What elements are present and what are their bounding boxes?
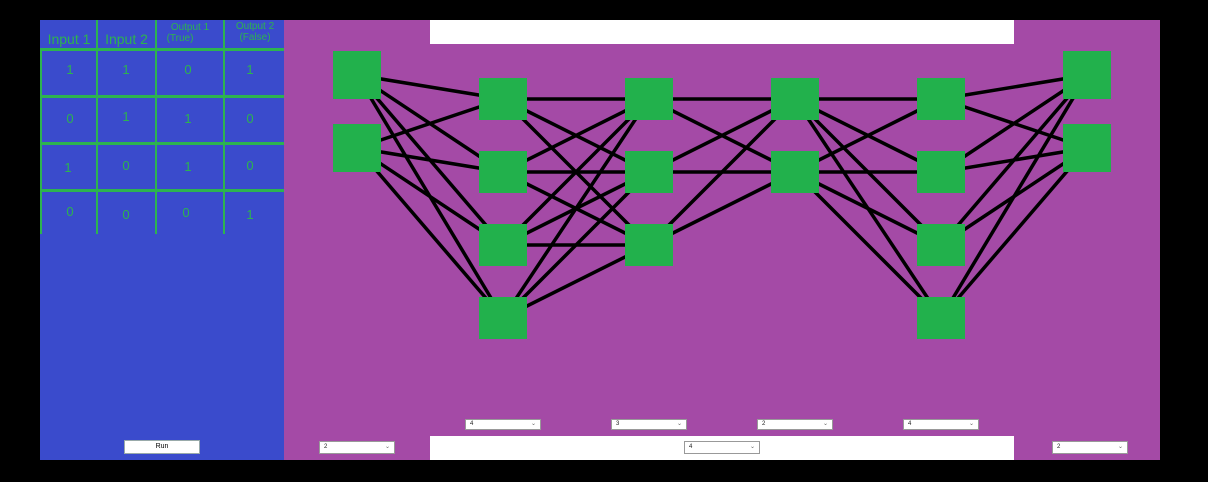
neuron-node	[625, 78, 673, 120]
table-cell: 0	[122, 158, 130, 173]
neuron-node	[917, 297, 965, 339]
connection-edge	[939, 74, 1089, 319]
connection-edge	[356, 146, 504, 174]
connection-edge	[356, 73, 504, 101]
connection-edge	[939, 146, 1089, 320]
connection-edge	[501, 98, 651, 319]
neuron-node	[771, 151, 819, 193]
table-divider	[40, 189, 284, 192]
connection-edge	[501, 97, 651, 247]
connection-edge	[356, 146, 504, 247]
chevron-down-icon: ⌄	[384, 444, 390, 450]
neuron-node	[333, 51, 381, 99]
connection-edge	[940, 73, 1088, 174]
output-layer-size-select[interactable]: 2⌄	[1052, 441, 1128, 454]
truth-table-panel: Input 1 Input 2 Output 1 (True) Output 2…	[40, 20, 284, 460]
connection-edge	[794, 170, 942, 247]
connection-edge	[647, 97, 797, 247]
table-cell: 0	[122, 207, 130, 222]
hidden-layer-1-size-select[interactable]: 4⌄	[465, 419, 541, 430]
neuron-node	[479, 224, 527, 266]
table-cell: 0	[246, 158, 254, 173]
hidden-layer-4-size-select[interactable]: 4⌄	[903, 419, 979, 430]
select-value: 3	[616, 421, 620, 427]
neuron-node	[625, 224, 673, 266]
select-value: 2	[762, 421, 766, 427]
chevron-down-icon: ⌄	[530, 421, 536, 427]
table-divider	[40, 48, 284, 51]
table-cell: 1	[66, 62, 74, 77]
neuron-node	[625, 151, 673, 193]
network-canvas	[284, 20, 1160, 460]
chevron-down-icon: ⌄	[676, 421, 682, 427]
table-cell: 0	[66, 204, 74, 219]
neuron-node	[1063, 51, 1111, 99]
connection-edge	[648, 97, 796, 174]
header-output-2: Output 2 (False)	[235, 21, 275, 43]
header-output-1: Output 1 (True)	[166, 22, 210, 44]
neuron-node	[917, 78, 965, 120]
neuron-node	[479, 78, 527, 120]
neuron-node	[917, 151, 965, 193]
connection-edge	[794, 97, 942, 174]
table-divider	[223, 20, 225, 234]
hidden-layer-3-size-select[interactable]: 2⌄	[757, 419, 833, 430]
table-cell: 0	[182, 205, 190, 220]
neuron-node	[479, 151, 527, 193]
chevron-down-icon: ⌄	[749, 444, 755, 450]
select-value: 4	[689, 444, 693, 450]
connection-edge	[502, 243, 650, 320]
top-bar	[430, 20, 1014, 44]
connection-edge	[648, 170, 796, 247]
chevron-down-icon: ⌄	[968, 421, 974, 427]
connection-edge	[355, 146, 505, 320]
connection-edge	[356, 97, 504, 150]
neuron-node	[479, 297, 527, 339]
table-cell: 1	[122, 62, 130, 77]
neuron-node	[333, 124, 381, 172]
run-button[interactable]: Run	[124, 440, 200, 454]
table-cell: 1	[64, 160, 72, 175]
neuron-node	[917, 224, 965, 266]
table-cell: 1	[246, 207, 254, 222]
table-cell: 1	[184, 111, 192, 126]
table-divider	[40, 95, 284, 98]
select-value: 4	[908, 421, 912, 427]
connection-edge	[940, 73, 1088, 101]
connection-edge	[501, 170, 651, 320]
table-cell: 0	[246, 111, 254, 126]
table-divider	[96, 20, 98, 234]
connection-edge	[793, 170, 943, 320]
table-divider	[40, 48, 42, 234]
neuron-node	[771, 78, 819, 120]
table-cell: 0	[184, 62, 192, 77]
header-input-2: Input 2	[105, 31, 148, 47]
chevron-down-icon: ⌄	[1117, 444, 1123, 450]
select-value: 4	[470, 421, 474, 427]
table-divider	[155, 20, 157, 234]
table-cell: 0	[66, 111, 74, 126]
table-cell: 1	[184, 159, 192, 174]
table-cell: 1	[122, 109, 130, 124]
table-divider	[40, 142, 284, 145]
connection-edge	[502, 97, 650, 174]
hidden-layer-count-select[interactable]: 4⌄	[684, 441, 760, 454]
table-cell: 1	[246, 62, 254, 77]
input-layer-size-select[interactable]: 2⌄	[319, 441, 395, 454]
hidden-layer-2-size-select[interactable]: 3⌄	[611, 419, 687, 430]
chevron-down-icon: ⌄	[822, 421, 828, 427]
neuron-node	[1063, 124, 1111, 172]
connection-edge	[939, 73, 1089, 247]
select-value: 2	[324, 444, 328, 450]
select-value: 2	[1057, 444, 1061, 450]
header-input-1: Input 1	[47, 31, 91, 47]
